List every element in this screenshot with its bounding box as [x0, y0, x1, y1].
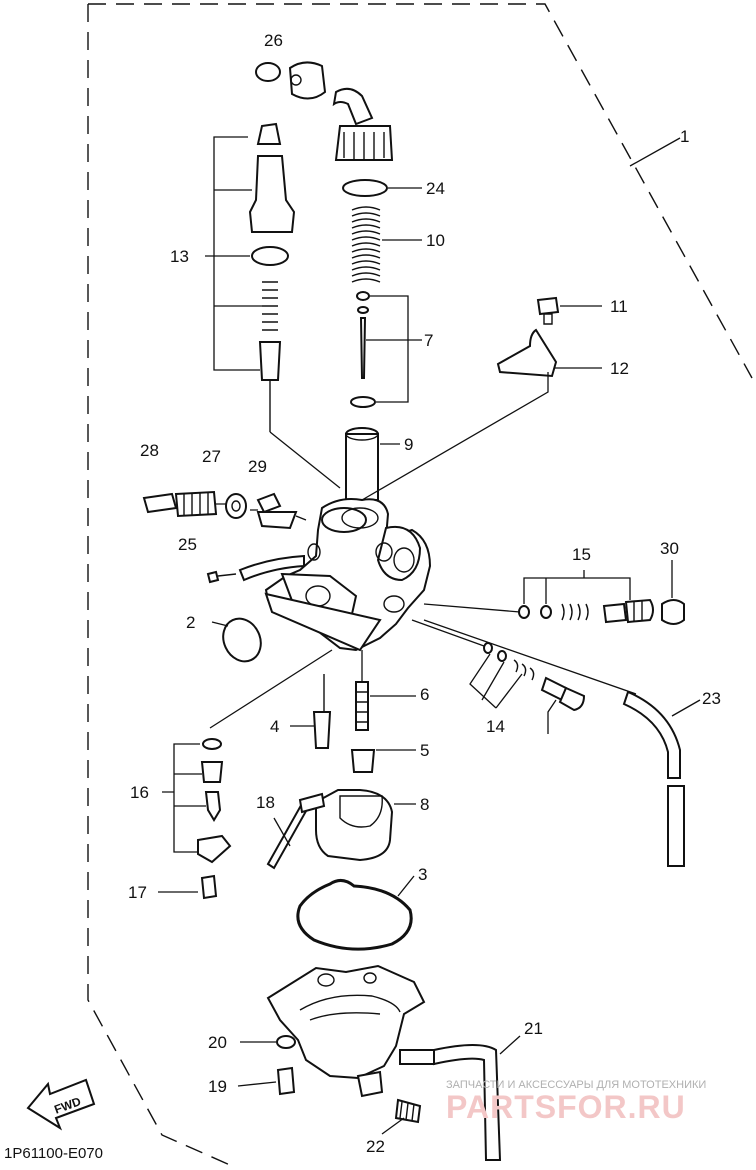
part-8-float: [298, 789, 394, 862]
part-30-cap: [661, 599, 685, 625]
part-5-main-jet: [350, 749, 376, 773]
callout-3: 3: [418, 865, 427, 884]
part-28-screw: [142, 490, 218, 518]
assembly-boundary: [87, 3, 753, 1166]
callout-26: 26: [264, 31, 283, 50]
carburetor-body: [264, 498, 432, 652]
callout-19: 19: [208, 1077, 227, 1096]
part-2-o-ring: [222, 617, 262, 663]
callout-18: 18: [256, 793, 275, 812]
figure-code: 1P61100-E070: [4, 1145, 103, 1162]
callout-29: 29: [248, 457, 267, 476]
callout-25: 25: [178, 535, 197, 554]
callout-1: 1: [680, 127, 689, 146]
part-23-hose-lower: [667, 785, 685, 867]
callout-2: 2: [186, 613, 195, 632]
part-29-bracket: [256, 492, 298, 530]
part-22-drain-screw: [356, 1070, 422, 1124]
watermark-tagline: ЗАПЧАСТИ И АКСЕССУАРЫ ДЛЯ МОТОТЕХНИКИ: [446, 1079, 706, 1091]
callout-5: 5: [420, 741, 429, 760]
callout-12: 12: [610, 359, 629, 378]
part-9-cylinder: [345, 427, 379, 501]
callout-20: 20: [208, 1033, 227, 1052]
part-4-needle-jet: [312, 674, 332, 749]
watermark-brand: PARTSFOR.RU: [446, 1089, 686, 1125]
part-23-hose: [622, 690, 681, 779]
callout-28: 28: [140, 441, 159, 460]
cable-elbow: [332, 87, 394, 161]
part-14-screw-set: [483, 642, 586, 712]
part-7-needle: [350, 291, 376, 408]
callout-13: 13: [170, 247, 189, 266]
part-10-spring: [351, 206, 381, 283]
part-6-emulsion-tube: [355, 681, 369, 731]
part-27-washer: [225, 493, 247, 519]
part-21-hose: [433, 1044, 502, 1161]
part-11-screw: [536, 296, 560, 325]
callout-8: 8: [420, 795, 429, 814]
callout-15: 15: [572, 545, 591, 564]
callout-17: 17: [128, 883, 147, 902]
callout-4: 4: [270, 717, 279, 736]
part-16-float-valve: [197, 738, 232, 864]
callout-11: 11: [610, 297, 628, 316]
part-24-gasket: [342, 179, 388, 197]
part-26-cap: [255, 61, 327, 100]
callout-22: 22: [366, 1137, 385, 1156]
part-13-throttle-valve: [248, 122, 296, 432]
float-chamber: [266, 964, 435, 1080]
callout-10: 10: [426, 231, 445, 250]
callout-30: 30: [660, 539, 679, 558]
part-17-screw: [200, 874, 218, 900]
part-25-screw: [206, 554, 305, 584]
callout-9: 9: [404, 435, 413, 454]
part-3-gasket: [296, 879, 413, 951]
callout-14: 14: [486, 717, 505, 736]
callout-7: 7: [424, 331, 433, 350]
callout-24: 24: [426, 179, 445, 198]
part-12-plate: [496, 328, 558, 378]
part-20-washer: [276, 1035, 296, 1049]
part-15-screw-set: [518, 598, 654, 624]
callout-21: 21: [524, 1019, 543, 1038]
fwd-arrow-icon: FWD: [26, 1078, 96, 1131]
callout-16: 16: [130, 783, 149, 802]
callout-23: 23: [702, 689, 721, 708]
part-19-screw: [276, 1066, 296, 1096]
callout-6: 6: [420, 685, 429, 704]
callout-27: 27: [202, 447, 221, 466]
